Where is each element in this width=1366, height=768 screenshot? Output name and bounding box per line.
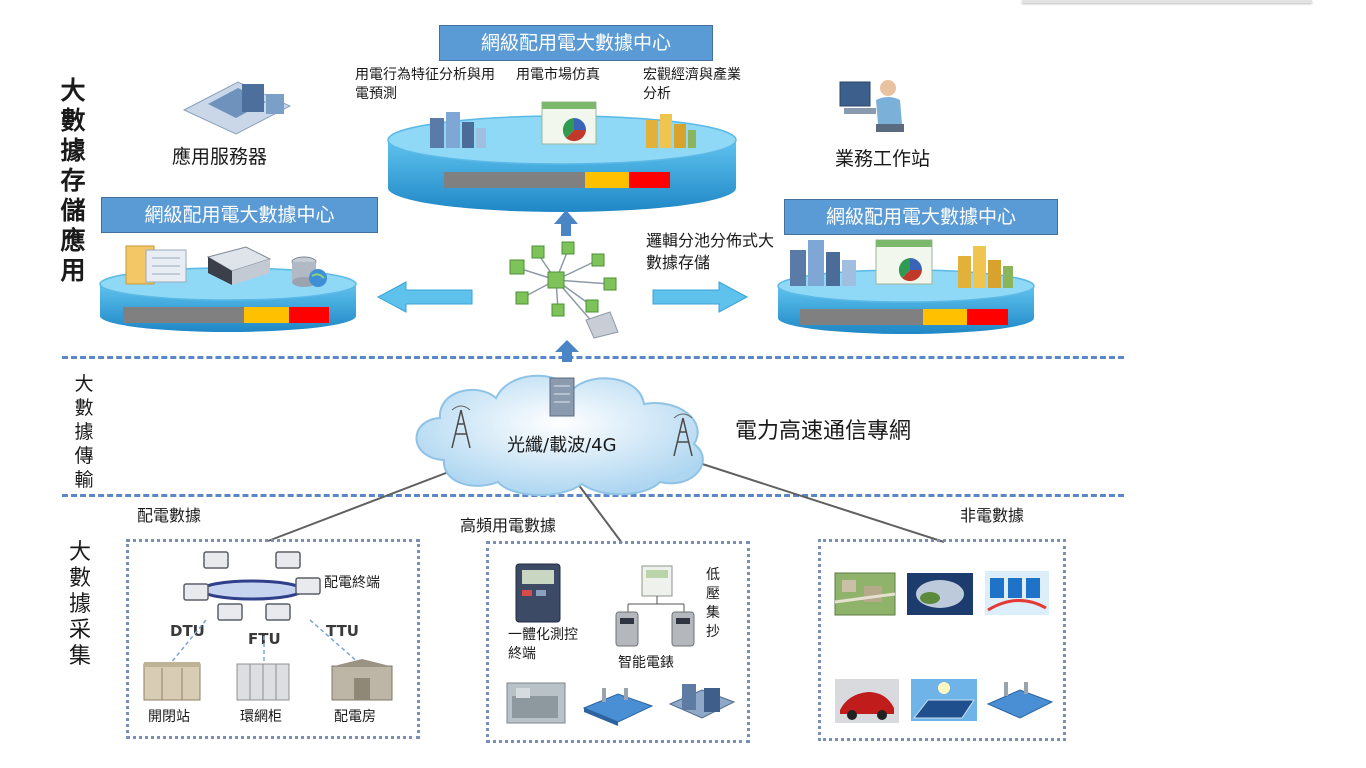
right-arrow-icon	[652, 281, 749, 313]
right-platform-capacity-bar	[800, 309, 1008, 325]
communication-cloud	[415, 374, 704, 496]
center-platform-title: 網級配用電大數據中心	[439, 25, 713, 61]
solar-panel-thumbnail	[911, 679, 977, 721]
city-map-thumbnail	[834, 572, 896, 616]
measurement-terminal-label: 一體化測控終端	[508, 627, 578, 662]
right-gold-coins-icon	[958, 246, 1013, 288]
left-arrow-icon	[376, 281, 473, 313]
high-frequency-data-box	[486, 541, 750, 743]
non-power-data-box	[818, 539, 1066, 741]
software-box-icon	[206, 246, 272, 285]
center-item-behavior-analysis: 用電行為特征分析與用電預測	[355, 67, 495, 102]
center-item-economy-analysis: 宏觀經濟與產業分析	[643, 67, 741, 102]
ring-main-unit-icon	[236, 663, 290, 701]
database-globe-icon	[291, 256, 327, 287]
left-radio-tower-icon	[451, 405, 471, 449]
station-label-room: 配電房	[334, 709, 376, 725]
switching-station-icon	[143, 662, 201, 701]
divider-storage-transmission	[62, 356, 1124, 359]
industrial-park-thumbnail	[986, 682, 1054, 719]
up-arrow-icon	[554, 210, 578, 236]
gold-coins-icon	[646, 114, 696, 148]
station-label-ring-main: 環網柜	[240, 709, 282, 725]
substation-photo-icon	[506, 682, 566, 724]
distributed-storage-cluster-icon	[509, 241, 619, 339]
workstation-user-icon	[839, 80, 904, 132]
up-arrow-small-icon	[555, 340, 579, 362]
center-item-market-simulation: 用電市場仿真	[516, 67, 600, 83]
distribution-room-icon	[330, 659, 394, 701]
factory-building-icon	[582, 688, 654, 726]
center-platform-capacity-bar	[444, 172, 670, 188]
measurement-terminal-icon	[515, 563, 561, 623]
window-top-bar	[1022, 0, 1312, 3]
terminal-dashed-links	[169, 619, 361, 665]
apartment-building-icon	[668, 684, 736, 719]
weather-satellite-thumbnail	[907, 573, 973, 615]
distributed-storage-label: 邏輯分池分佈式大數據存儲	[646, 231, 775, 272]
collection-layer-label: 大數據采集	[68, 540, 91, 669]
power-network-label: 電力高速通信專網	[735, 419, 912, 444]
right-platform-title: 網級配用電大數據中心	[784, 199, 1058, 235]
file-folder-icon	[125, 245, 187, 285]
station-label-switching: 開閉站	[148, 709, 190, 725]
smart-meter-label: 智能電錶	[618, 655, 674, 671]
right-building-chart-icon	[790, 240, 856, 286]
storage-layer-label: 大數據存儲應用	[60, 76, 86, 285]
low-voltage-reading-label: 低壓集抄	[706, 567, 720, 640]
distribution-data-title: 配電數據	[137, 506, 202, 525]
building-chart-icon	[430, 112, 486, 148]
right-market-simulation-icon	[875, 239, 933, 285]
left-platform-title: 網級配用電大數據中心	[101, 197, 378, 233]
cloud-transport-label: 光纖/載波/4G	[507, 435, 617, 456]
non-power-data-title: 非電數據	[960, 506, 1025, 525]
distribution-terminal-ring	[183, 551, 321, 621]
divider-transmission-collection	[62, 494, 1124, 497]
market-simulation-icon	[541, 101, 597, 145]
high-frequency-data-title: 高頻用電數據	[460, 516, 557, 535]
dtu-label: DTU	[170, 622, 205, 640]
app-server-label: 應用服務器	[172, 146, 268, 168]
left-platform-capacity-bar	[123, 307, 329, 323]
application-server-icon	[182, 81, 292, 135]
transmission-layer-label: 大數據傳輸	[74, 373, 94, 491]
workstation-label: 業務工作站	[835, 148, 931, 170]
smart-meter-group-icon	[615, 565, 695, 647]
gdp-graphic-thumbnail	[985, 571, 1049, 615]
ttu-label: TTU	[326, 622, 359, 640]
communication-server-icon	[549, 377, 575, 417]
distribution-terminal-label: 配電終端	[324, 575, 380, 591]
right-radio-tower-icon	[673, 413, 693, 457]
distribution-data-box	[126, 539, 420, 739]
electric-car-thumbnail	[835, 679, 899, 723]
